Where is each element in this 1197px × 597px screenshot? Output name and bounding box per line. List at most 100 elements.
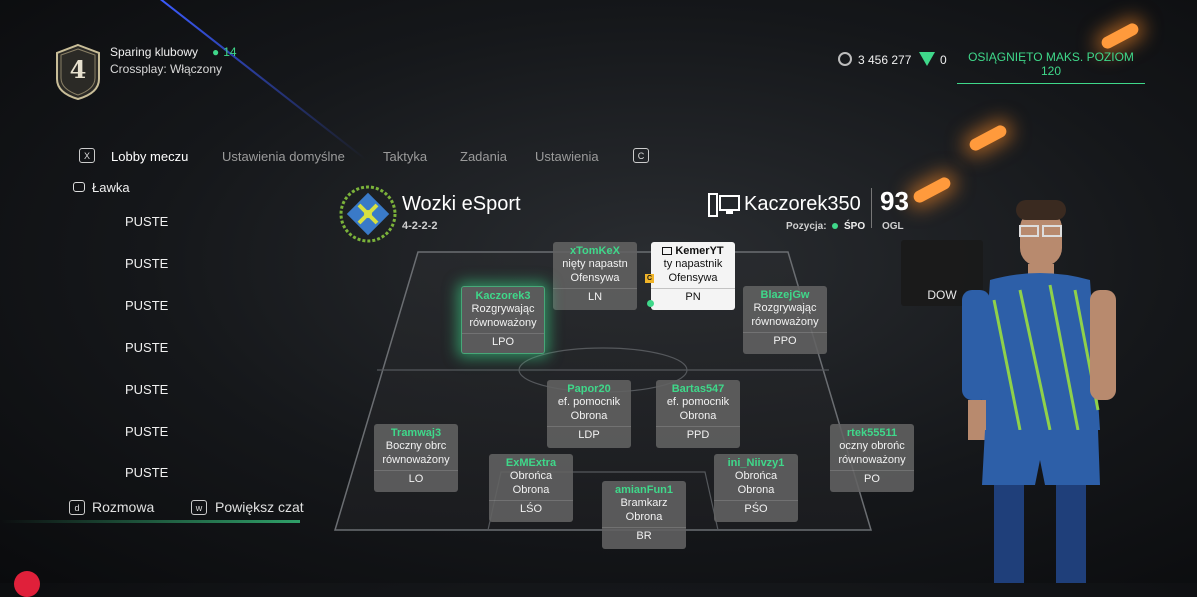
person-icon: ● (212, 45, 220, 59)
division-badge: 4 (55, 43, 101, 101)
player-card-pso[interactable]: ini_Niivzy1 Obrońca Obrona PŚO (714, 454, 798, 522)
position-status-dot (832, 223, 838, 229)
player-avatar (962, 200, 1116, 583)
player-card-pn[interactable]: KemerYT ty napastnik Ofensywa PN (651, 242, 735, 310)
card-player-name: Tramwaj3 (390, 427, 442, 439)
card-style: Obrona (570, 410, 608, 422)
crossplay-status: Crossplay: Włączony (110, 62, 223, 76)
bench-slot[interactable]: PUSTE (125, 465, 169, 480)
player-card-ldp[interactable]: Papor20 ef. pomocnik Obrona LDP (547, 380, 631, 448)
player-card-lpo[interactable]: Kaczorek3 Rozgrywając równoważony LPO (461, 286, 545, 354)
bench-slot[interactable]: PUSTE (125, 214, 169, 229)
tab-match-lobby[interactable]: Lobby meczu (111, 149, 189, 164)
bench-slot[interactable]: PUSTE (125, 382, 169, 397)
card-role: ef. pomocnik (666, 396, 730, 408)
card-style: Obrona (679, 410, 717, 422)
card-style: równoważony (751, 316, 819, 328)
tab-tasks[interactable]: Zadania (460, 149, 507, 164)
divider (871, 188, 872, 228)
coins-value: 3 456 277 (858, 53, 912, 67)
card-player-name: Kaczorek3 (475, 290, 531, 302)
card-position: BR (602, 527, 686, 542)
enlarge-chat-button[interactable]: Powiększ czat (215, 499, 304, 515)
points-value: 0 (940, 53, 947, 67)
bench-icon (73, 182, 85, 192)
tab-right-key[interactable]: C (633, 148, 649, 163)
card-role: Rozgrywając (471, 303, 535, 315)
background-light-beam (160, 0, 367, 161)
card-player-name: Bartas547 (671, 383, 725, 395)
team-formation[interactable]: 4-2-2-2 (402, 220, 438, 232)
card-player-name: KemerYT (651, 245, 735, 257)
chat-key[interactable]: d (69, 500, 85, 515)
card-style: równoważony (838, 454, 906, 466)
card-player-name: BlazejGw (760, 289, 810, 301)
card-role: Boczny obrc (385, 440, 447, 452)
lobby-player-count: ●14 (212, 45, 237, 59)
pc-platform-icon (708, 193, 740, 217)
player-card-ln[interactable]: xTomKeX nięty napastn Ofensywa LN (553, 242, 637, 310)
player-card-lo[interactable]: Tramwaj3 Boczny obrc równoważony LO (374, 424, 458, 492)
team-crest-icon (339, 185, 397, 243)
player-card-ppd[interactable]: Bartas547 ef. pomocnik Obrona PPD (656, 380, 740, 448)
card-position: PŚO (714, 500, 798, 515)
bench-slot[interactable]: PUSTE (125, 424, 169, 439)
tab-tactics[interactable]: Taktyka (383, 149, 428, 164)
card-style: równoważony (382, 454, 450, 466)
points-icon (919, 52, 935, 66)
card-role: Rozgrywając (753, 302, 817, 314)
division-number: 4 (69, 55, 87, 84)
tab-default-settings[interactable]: Ustawienia domyślne (222, 149, 345, 164)
card-role: Obrońca (509, 470, 553, 482)
card-player-name: xTomKeX (570, 245, 620, 257)
chat-button[interactable]: Rozmowa (92, 499, 155, 515)
card-player-name: Papor20 (567, 383, 611, 395)
card-position: PN (651, 288, 735, 303)
bench-slot[interactable]: PUSTE (125, 298, 169, 313)
card-player-name: ini_Niivzy1 (727, 457, 785, 469)
player-card-br[interactable]: amianFun1 Bramkarz Obrona BR (602, 481, 686, 549)
card-role: oczny obrońc (839, 440, 905, 452)
team-name: Wozki eSport (402, 193, 521, 215)
card-role: ty napastnik (663, 258, 723, 270)
card-player-name-text: KemerYT (675, 245, 724, 257)
tab-settings[interactable]: Ustawienia (535, 149, 599, 164)
ceiling-light (911, 175, 953, 205)
player-card-lso[interactable]: ExMExtra Obrońca Obrona LŚO (489, 454, 573, 522)
card-style: Ofensywa (570, 272, 620, 284)
captain-icon: C (645, 274, 654, 283)
overall-label: OGL (882, 221, 904, 232)
card-style: Obrona (737, 484, 775, 496)
card-role: nięty napastn (562, 258, 628, 270)
player-name: Kaczorek350 (744, 193, 861, 215)
player-card-po[interactable]: rtek55511 oczny obrońc równoważony PO (830, 424, 914, 492)
card-position: PPD (656, 426, 740, 441)
floor-glow (0, 520, 300, 523)
ceiling-light (967, 123, 1009, 153)
position-label: Pozycja: (786, 221, 827, 232)
ready-status-dot (647, 300, 654, 307)
card-role: Bramkarz (620, 497, 668, 509)
tab-left-key[interactable]: X (79, 148, 95, 163)
player-card-ppo[interactable]: BlazejGw Rozgrywając równoważony PPO (743, 286, 827, 354)
bench-slot[interactable]: PUSTE (125, 256, 169, 271)
card-position: LN (553, 288, 637, 303)
card-position: PPO (743, 332, 827, 347)
overall-rating: 93 (880, 186, 909, 216)
card-role: ef. pomocnik (557, 396, 621, 408)
bench-slot[interactable]: PUSTE (125, 340, 169, 355)
card-role: Obrońca (734, 470, 778, 482)
card-style: równoważony (469, 317, 537, 329)
lobby-title: Sparing klubowy (110, 45, 199, 59)
card-position: LO (374, 470, 458, 485)
max-level-label: OSIĄGNIĘTO MAKS. POZIOM 120 (957, 50, 1145, 84)
card-player-name: amianFun1 (614, 484, 674, 496)
recording-indicator (14, 571, 40, 597)
position-value: ŚPO (844, 221, 866, 232)
shield-icon (56, 43, 100, 101)
coin-icon (838, 52, 852, 66)
card-position: LPO (462, 333, 544, 348)
card-player-name: rtek55511 (846, 427, 898, 439)
enlarge-chat-key[interactable]: w (191, 500, 207, 515)
pc-icon (662, 247, 673, 256)
